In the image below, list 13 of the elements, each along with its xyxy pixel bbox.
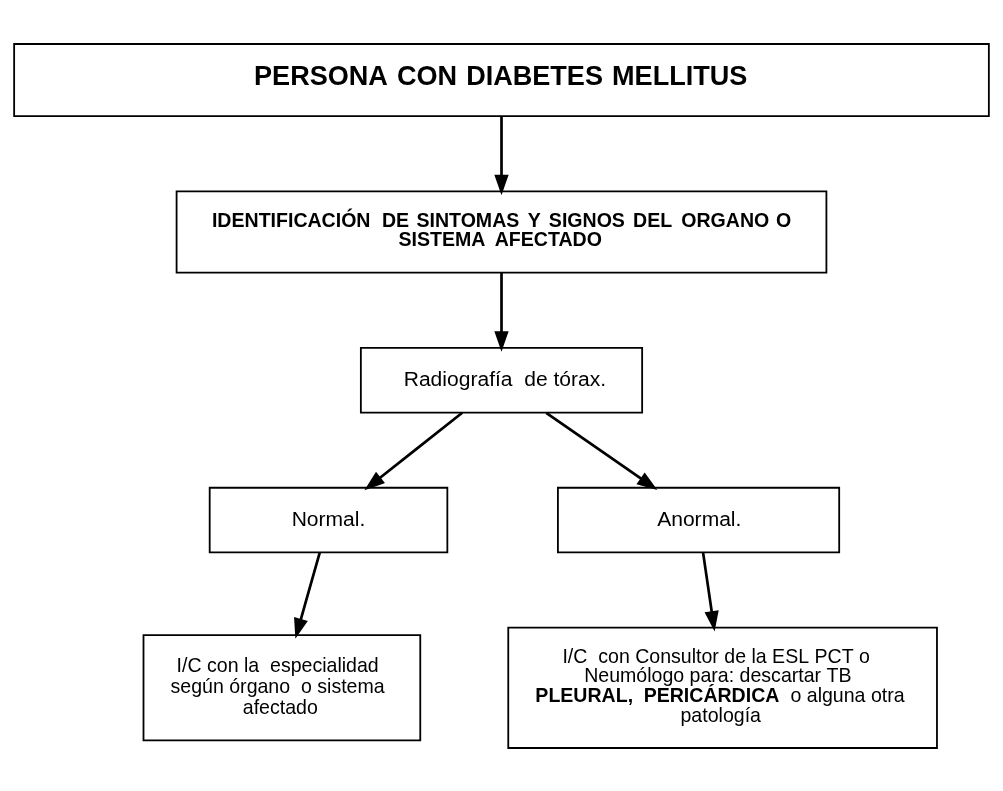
node-box: Radiografía de tórax. bbox=[359, 346, 644, 413]
arrow bbox=[294, 551, 322, 639]
node-box: I/C con la especialidad según órgano o sistema afectado bbox=[142, 633, 422, 741]
node-box: Anormal. bbox=[557, 486, 841, 553]
node-box: IDENTIFICACIÓN DE SINTOMAS Y SIGNOS DEL ORGANO O SISTEMA AFECTADO bbox=[175, 190, 828, 274]
arrow bbox=[494, 116, 509, 195]
node-box: Normal. bbox=[208, 486, 449, 553]
arrow bbox=[364, 411, 464, 490]
arrow bbox=[494, 272, 509, 352]
node-box: PERSONA CON DIABETES MELLITUS bbox=[13, 42, 990, 117]
arrow bbox=[701, 551, 719, 632]
arrow bbox=[545, 411, 658, 490]
node-box: I/C con Consultor de la ESL PCT o Neumólogo para: descartar TB PLEURAL, PERICÁRDICA o alguna otra patología bbox=[507, 626, 938, 749]
